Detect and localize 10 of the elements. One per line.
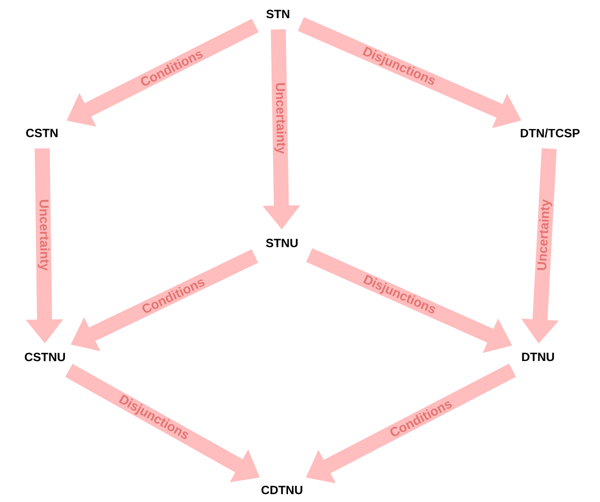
node-label: STNU xyxy=(266,238,298,248)
edge-label: Uncertainty xyxy=(536,198,554,272)
edge-label: Uncertainty xyxy=(272,81,288,156)
node-label: CSTN xyxy=(26,128,58,138)
edge-label: Uncertainty xyxy=(36,198,51,272)
node-label: DTN/TCSP xyxy=(520,128,580,138)
node-label: STN xyxy=(266,10,290,18)
node-label: CDTNU xyxy=(262,486,302,494)
node-label: CSTNU xyxy=(24,352,65,362)
node-label: DTNU xyxy=(522,352,554,362)
